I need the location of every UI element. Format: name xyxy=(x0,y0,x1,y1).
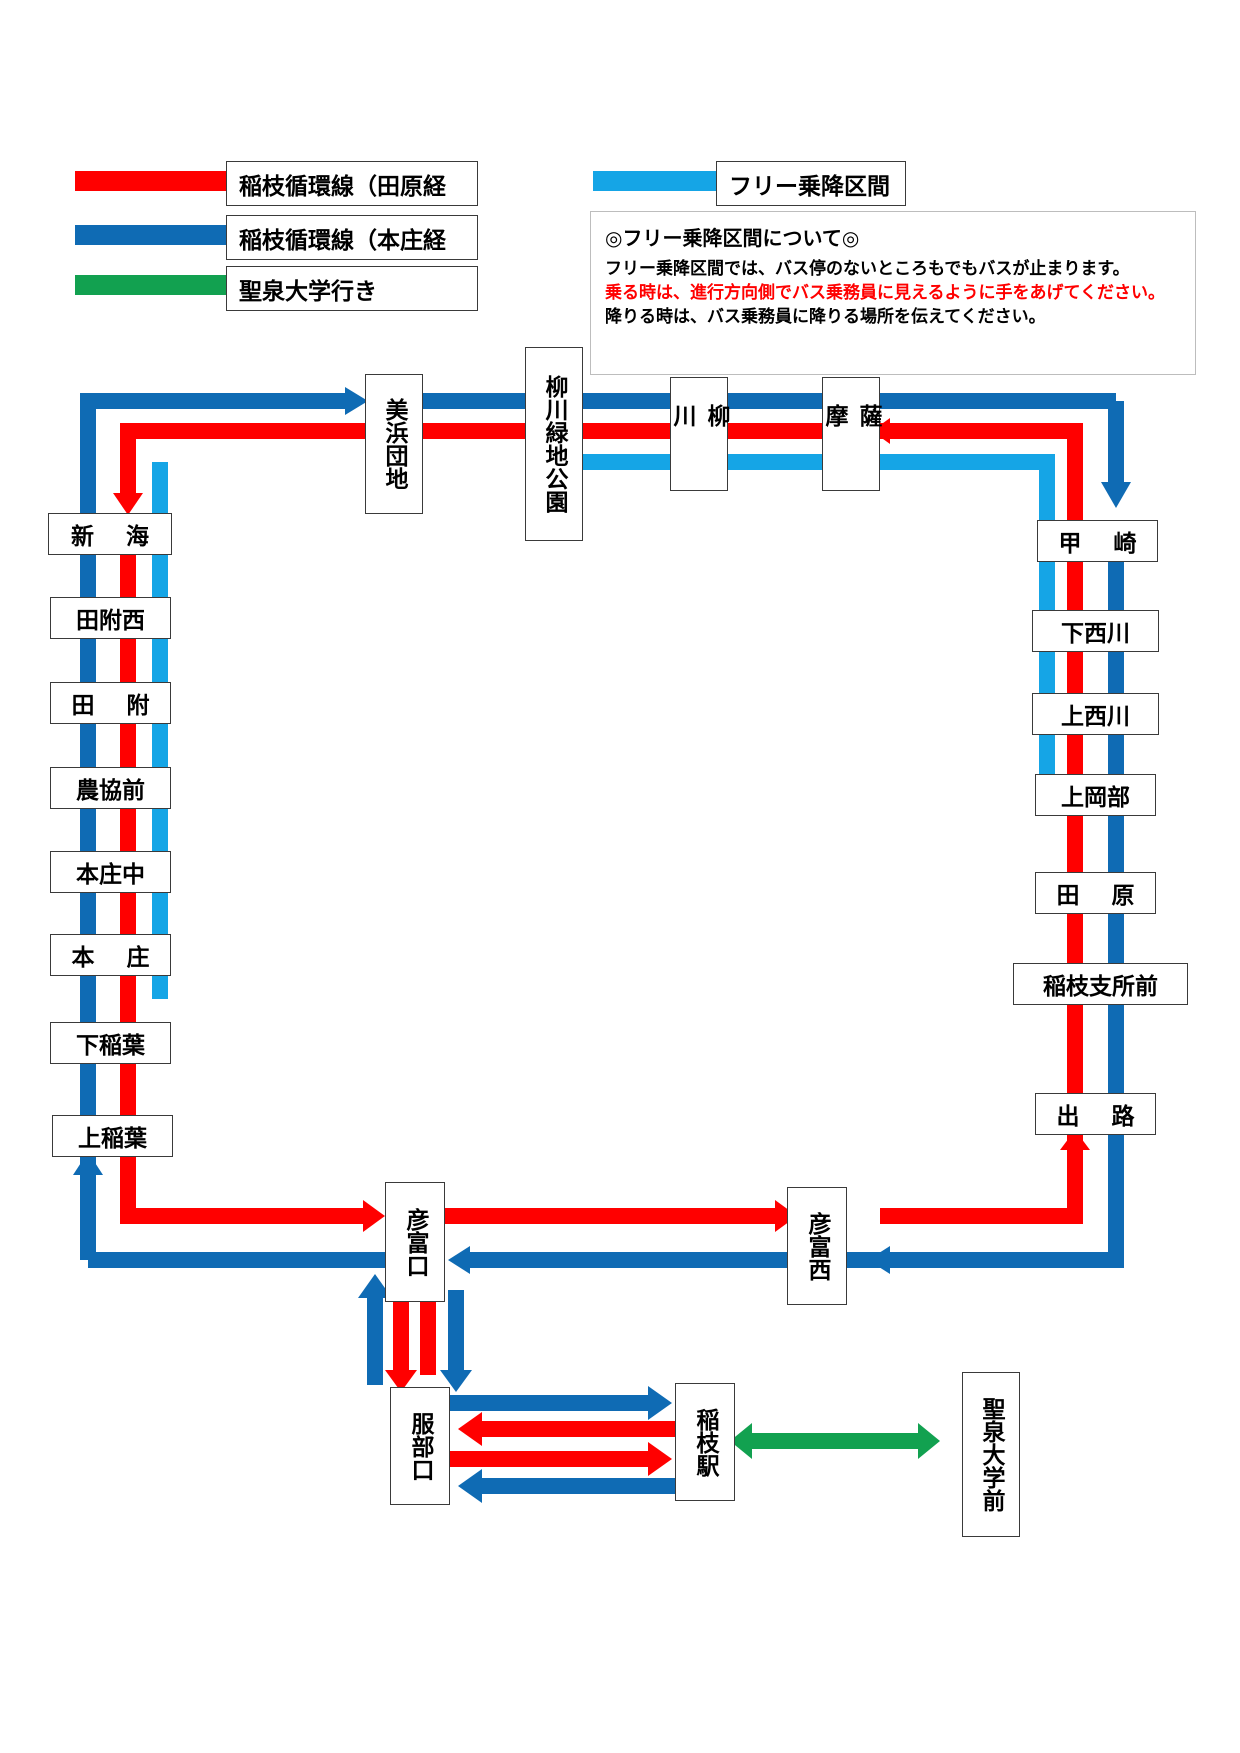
stop-honjonaka: 本庄中 xyxy=(50,851,171,893)
stop-tahara-label: 田原 xyxy=(1056,883,1167,909)
notice-line-3: 降りる時は、バス乗務員に降りる場所を伝えてください。 xyxy=(605,307,1046,327)
tahara-arrow-satsuma xyxy=(872,418,890,444)
stop-kaminishikawa: 上西川 xyxy=(1032,693,1159,735)
stop-shimonishikawa: 下西川 xyxy=(1032,610,1159,652)
stop-kosaki: 甲崎 xyxy=(1037,520,1158,562)
stop-dero-label: 出路 xyxy=(1056,1104,1167,1130)
stop-seisen-univ: 聖泉大学前 xyxy=(962,1372,1020,1537)
stop-shimoinaba: 下稲葉 xyxy=(50,1022,171,1064)
notice-line-1: フリー乗降区間では、バス停のないところもでもバスが止まります。 xyxy=(605,259,1130,279)
stop-tafu-label: 田附 xyxy=(71,693,182,719)
notice-title: ◎フリー乗降区間について◎ xyxy=(605,226,860,250)
stop-hikotominishi: 彦富西 xyxy=(787,1187,847,1305)
stop-yanagawa-park: 柳川緑地公園 xyxy=(525,347,583,541)
legend-label-university: 聖泉大学行き xyxy=(226,266,478,311)
stop-kamiinaba: 上稲葉 xyxy=(52,1115,173,1157)
honjo-arrow-hikotomi xyxy=(868,1246,890,1274)
stop-tafunishi: 田附西 xyxy=(50,597,171,639)
stop-dero: 出路 xyxy=(1035,1093,1156,1135)
legend-line-honjo xyxy=(75,225,226,245)
tahara-arrow-hikoguchi xyxy=(363,1200,385,1232)
legend-line-university xyxy=(75,275,226,295)
stop-honjo-label: 本庄 xyxy=(71,945,182,971)
free-section-notice: ◎フリー乗降区間について◎ フリー乗降区間では、バス停のないところもでもバスが止… xyxy=(590,211,1196,375)
legend-line-tahara xyxy=(75,171,226,191)
stop-hikotomiguchi: 彦富口 xyxy=(385,1182,445,1302)
stop-yanagawa: 柳川 xyxy=(669,377,729,491)
tahara-arrow-dero xyxy=(1060,1130,1090,1150)
legend-label-tahara: 稲枝循環線（田原経 xyxy=(226,161,478,206)
stop-hattoriguchi: 服部口 xyxy=(390,1387,450,1505)
stop-kamiokabe: 上岡部 xyxy=(1035,774,1156,816)
legend-label-free: フリー乗降区間 xyxy=(716,161,906,206)
stop-honjo: 本庄 xyxy=(50,934,171,976)
stop-shinkai-label: 新海 xyxy=(71,524,181,550)
notice-line-2: 乗る時は、進行方向側でバス乗務員に見えるように手をあげてください。 xyxy=(605,283,1165,303)
stop-shinkai: 新海 xyxy=(48,513,172,555)
honjo-arrow-mihama xyxy=(345,387,368,415)
stop-mihama: 美浜団地 xyxy=(365,374,423,514)
honjo-arrow-kamiinaba xyxy=(73,1152,103,1175)
free-section-line xyxy=(152,454,1055,999)
legend-line-free xyxy=(593,171,716,191)
legend-label-honjo: 稲枝循環線（本庄経 xyxy=(226,215,478,260)
stop-satsuma: 薩摩 xyxy=(821,377,881,491)
honjo-arrow-kosaki xyxy=(1101,482,1131,508)
tahara-route-line xyxy=(120,423,1083,1224)
stop-inae-shisho: 稲枝支所前 xyxy=(1013,963,1188,1005)
tahara-arrow-shinkai xyxy=(113,493,143,515)
tahara-arrow-hikotomi xyxy=(775,1200,797,1232)
legend-lines xyxy=(75,171,716,295)
stop-inae-station: 稲枝駅 xyxy=(675,1383,735,1501)
stop-tahara: 田原 xyxy=(1035,872,1156,914)
stop-kosaki-label: 甲崎 xyxy=(1058,531,1169,557)
stop-tafu: 田附 xyxy=(50,682,171,724)
honjo-arrow-hikoguchi xyxy=(448,1246,470,1274)
honjo-route-line xyxy=(80,393,1124,1268)
stop-nokyomae: 農協前 xyxy=(50,767,171,809)
